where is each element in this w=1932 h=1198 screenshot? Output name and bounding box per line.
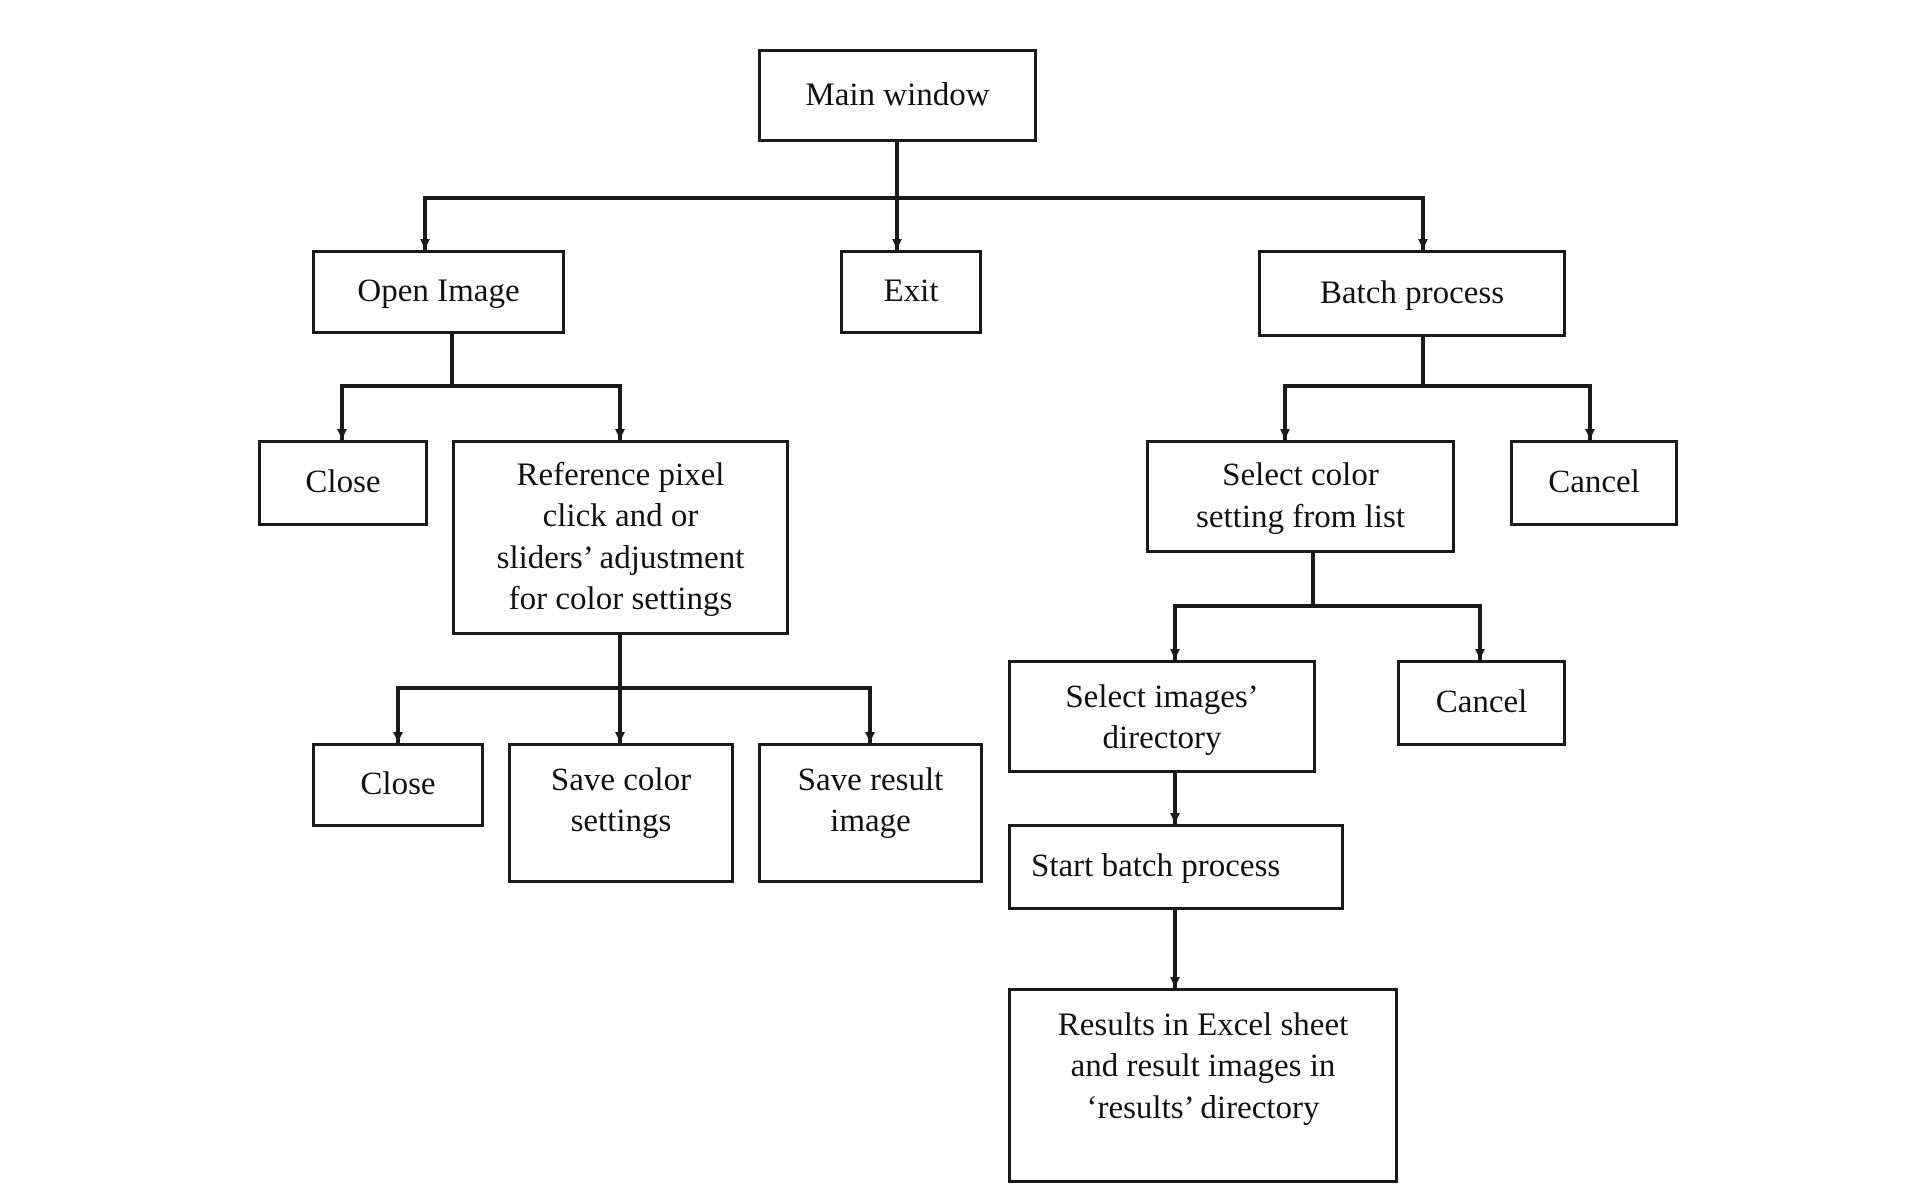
close-box-2: Close — [312, 743, 484, 827]
save-result-image-box: Save result image — [758, 743, 983, 883]
select-color-setting-box: Select color setting from list — [1146, 440, 1455, 553]
results-box: Results in Excel sheet and result images… — [1008, 988, 1398, 1183]
close-box-1: Close — [258, 440, 428, 526]
main-window-box: Main window — [758, 49, 1037, 142]
exit-box: Exit — [840, 250, 982, 334]
open-image-box: Open Image — [312, 250, 565, 334]
cancel-box-2: Cancel — [1397, 660, 1566, 746]
start-batch-process-box: Start batch process — [1008, 824, 1344, 910]
cancel-box-1: Cancel — [1510, 440, 1678, 526]
save-color-settings-box: Save color settings — [508, 743, 734, 883]
reference-pixel-box: Reference pixel click and or sliders’ ad… — [452, 440, 789, 635]
batch-process-box: Batch process — [1258, 250, 1566, 337]
select-images-directory-box: Select images’ directory — [1008, 660, 1316, 773]
